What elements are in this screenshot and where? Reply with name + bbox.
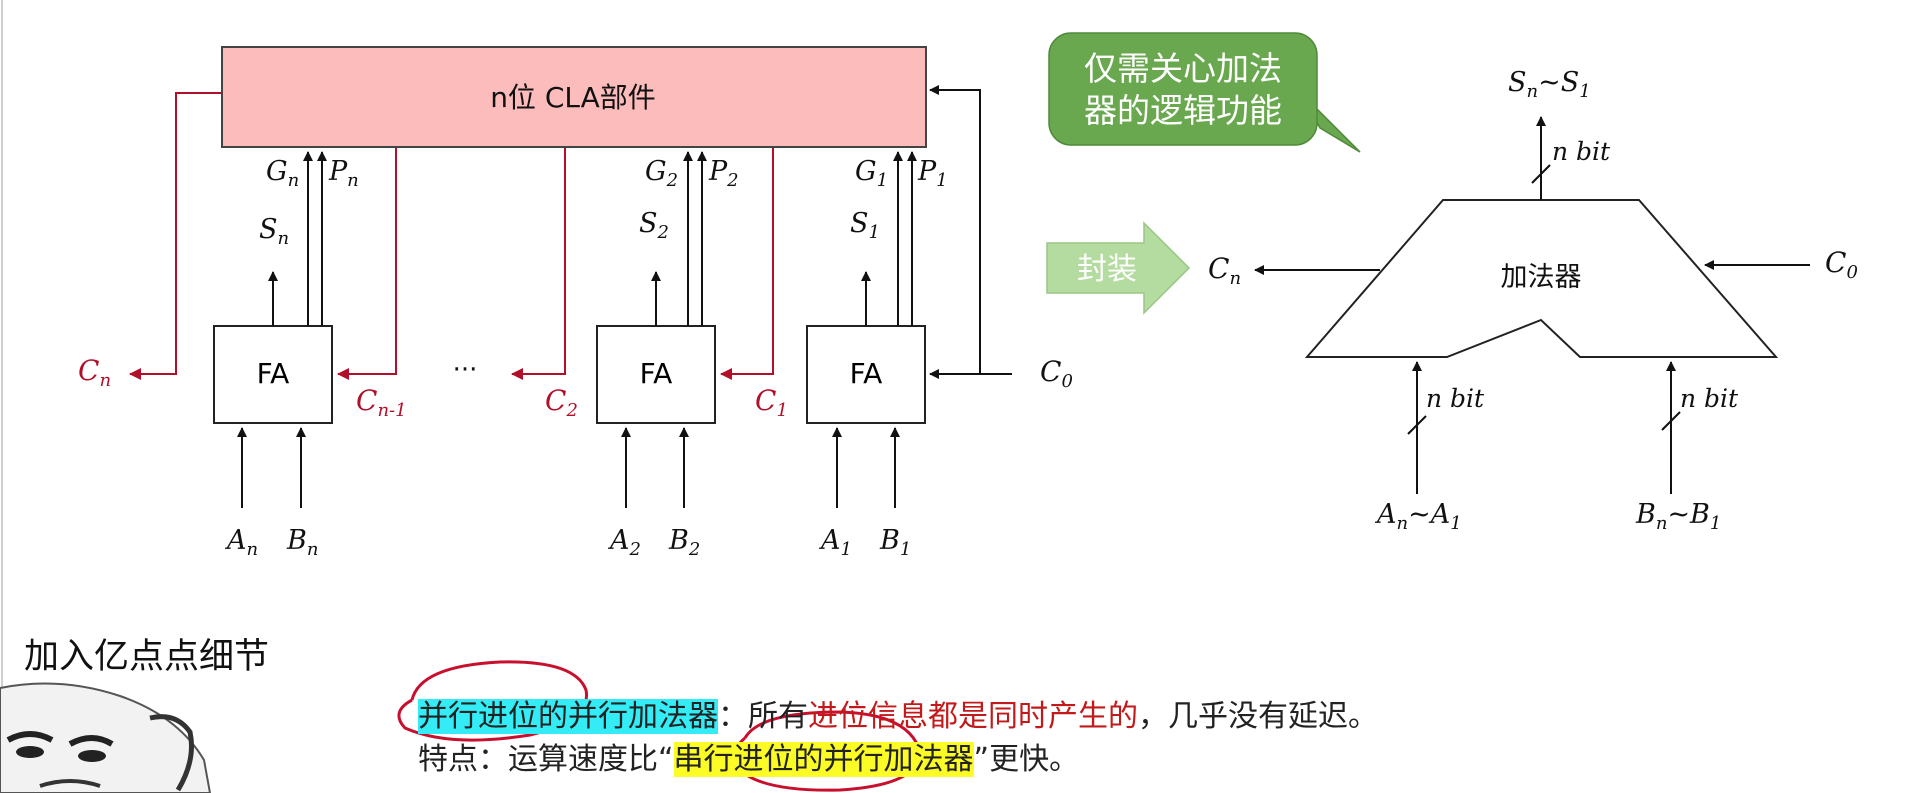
line1-colon: ：所有 bbox=[718, 699, 808, 734]
label-Sn: Sn bbox=[259, 214, 289, 249]
label-S2: S2 bbox=[639, 208, 669, 243]
highlight-parallel-carry: 并行进位的并行加法器 bbox=[418, 699, 718, 734]
label-An: An bbox=[224, 525, 258, 560]
label-Pn: Pn bbox=[328, 156, 359, 191]
line1-red-text: 进位信息都是同时产生的 bbox=[808, 699, 1138, 734]
label-P1: P1 bbox=[917, 156, 948, 191]
label-G2: G2 bbox=[645, 156, 678, 191]
cla-unit-label: n位 CLA部件 bbox=[490, 81, 656, 114]
adder-a-label: An~A1 bbox=[1374, 499, 1462, 534]
line2-prefix: 特点：运算速度比“ bbox=[418, 742, 674, 777]
label-C1: C1 bbox=[755, 384, 788, 421]
description-line-2: 特点：运算速度比“串行进位的并行加法器”更快。 bbox=[418, 738, 1378, 781]
line1-rest: ，几乎没有延迟。 bbox=[1138, 699, 1378, 734]
label-Gn: Gn bbox=[266, 156, 299, 191]
fa-box-n bbox=[213, 325, 333, 424]
label-P2: P2 bbox=[708, 156, 739, 191]
label-C2: C2 bbox=[545, 384, 578, 421]
meme-panda-face bbox=[0, 682, 212, 793]
adder-bits-b: n bit bbox=[1680, 384, 1739, 413]
label-B1: B1 bbox=[879, 525, 911, 560]
description-line-1: 并行进位的并行加法器：所有进位信息都是同时产生的，几乎没有延迟。 bbox=[418, 695, 1378, 738]
encapsulate-arrow bbox=[1046, 221, 1191, 315]
label-A1: A1 bbox=[818, 525, 852, 560]
adder-bits-a: n bit bbox=[1426, 384, 1485, 413]
label-G1: G1 bbox=[855, 156, 888, 191]
adder-sum-label: Sn~S1 bbox=[1508, 67, 1591, 102]
line2-suffix: ”更快。 bbox=[973, 742, 1080, 777]
adder-block bbox=[1304, 199, 1779, 358]
callout-bubble bbox=[1048, 32, 1318, 146]
label-B2: B2 bbox=[668, 525, 700, 560]
fa-box-1 bbox=[806, 325, 926, 424]
ellipsis: ··· bbox=[453, 355, 478, 385]
adder-cout-label: Cn bbox=[1208, 252, 1241, 289]
label-C0-left: C0 bbox=[1040, 355, 1073, 392]
adder-label: 加法器 bbox=[1501, 262, 1582, 293]
label-A2: A2 bbox=[607, 525, 641, 560]
fa-label-2: FA bbox=[640, 357, 673, 390]
encapsulate-label: 封装 bbox=[1077, 252, 1137, 287]
callout-line-2: 器的逻辑功能 bbox=[1084, 91, 1282, 130]
fa-label-1: FA bbox=[850, 357, 883, 390]
highlight-serial-carry: 串行进位的并行加法器 bbox=[673, 742, 974, 777]
label-Cn-1: Cn-1 bbox=[356, 384, 407, 421]
label-Bn: Bn bbox=[286, 525, 318, 560]
adder-b-label: Bn~B1 bbox=[1635, 499, 1721, 534]
fa-label-n: FA bbox=[257, 357, 290, 390]
description: 并行进位的并行加法器：所有进位信息都是同时产生的，几乎没有延迟。 特点：运算速度… bbox=[418, 695, 1378, 781]
label-Cn-out: Cn bbox=[78, 354, 111, 391]
cla-unit-box bbox=[221, 46, 927, 148]
label-S1: S1 bbox=[850, 208, 880, 243]
callout-line-1: 仅需关心加法 bbox=[1084, 49, 1282, 88]
meme-caption: 加入亿点点细节 bbox=[24, 637, 270, 677]
adder-cin-label: C0 bbox=[1825, 246, 1858, 283]
adder-bits-top: n bit bbox=[1552, 137, 1611, 166]
